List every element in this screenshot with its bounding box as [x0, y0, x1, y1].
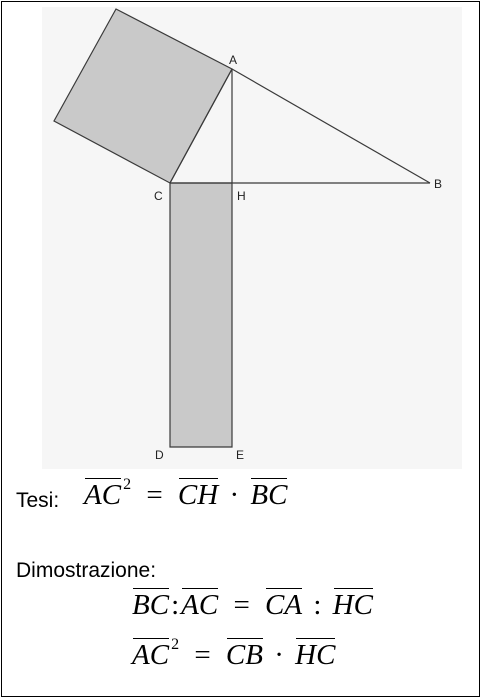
colon-operator: :: [313, 589, 322, 621]
geometry-figure: A B C H D E: [42, 7, 462, 469]
segment-hc: HC: [333, 586, 374, 622]
exponent: 2: [123, 476, 132, 493]
segment-ac: AC: [132, 636, 170, 672]
side-ab: [231, 68, 431, 184]
segment-bc: BC: [132, 586, 170, 622]
point-label-e: E: [236, 448, 244, 462]
segment-ac: AC: [181, 586, 219, 622]
dimostrazione-label: Dimostrazione:: [16, 559, 157, 582]
triangle-diagram: A B C H D E: [53, 8, 442, 462]
point-label-h: H: [237, 189, 246, 203]
equals-sign: =: [233, 589, 250, 621]
dot-operator: ·: [229, 479, 240, 511]
point-label-c: C: [154, 189, 163, 203]
segment-ch: CH: [178, 476, 219, 512]
side-ac: [169, 68, 233, 184]
dot-operator: ·: [274, 639, 284, 671]
equals-sign: =: [194, 639, 211, 671]
exponent: 2: [171, 636, 180, 653]
rectangle-ch-cd: [169, 182, 233, 448]
colon-operator: :: [171, 589, 180, 621]
point-label-a: A: [229, 53, 237, 67]
square-on-ac: [53, 8, 233, 184]
segment-bc: BC: [250, 476, 288, 512]
segment-ac: AC: [84, 476, 122, 512]
tesi-label: Tesi:: [16, 489, 60, 512]
proportion-formula: BC:AC = CA : HC: [132, 586, 374, 622]
segment-ca: CA: [265, 586, 303, 622]
segment-cb: CB: [226, 636, 264, 672]
segment-hc: HC: [295, 636, 336, 672]
point-label-b: B: [434, 177, 442, 191]
equals-sign: =: [146, 479, 163, 511]
point-label-d: D: [155, 448, 164, 462]
